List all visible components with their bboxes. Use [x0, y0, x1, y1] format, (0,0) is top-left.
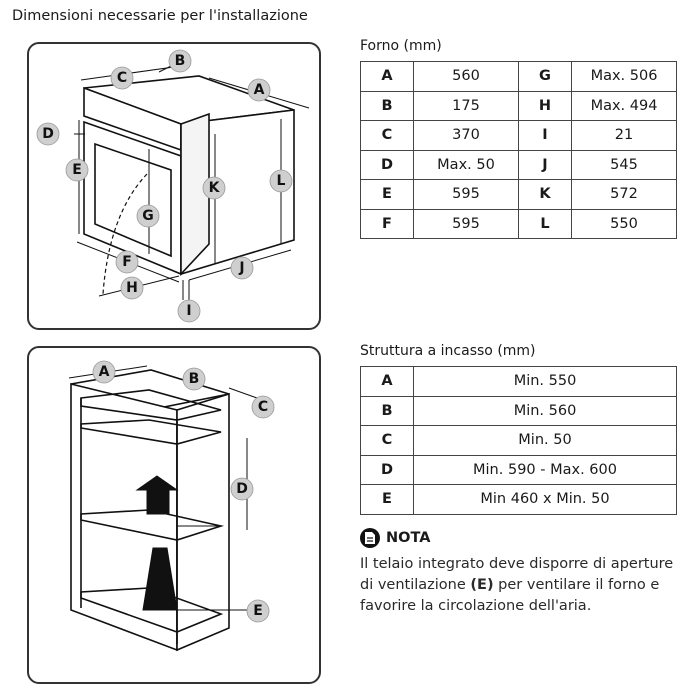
- oven-table-key: G: [518, 61, 572, 92]
- svg-text:D: D: [236, 481, 248, 497]
- svg-text:C: C: [117, 70, 127, 86]
- svg-text:I: I: [186, 303, 191, 319]
- frame-label-d: D: [230, 477, 254, 501]
- oven-label-h: H: [120, 276, 144, 300]
- oven-label-d: D: [36, 122, 60, 146]
- oven-label-b: B: [168, 49, 192, 73]
- oven-label-e: E: [65, 158, 89, 182]
- svg-text:L: L: [277, 173, 286, 189]
- oven-table-key: A: [360, 61, 414, 92]
- svg-text:A: A: [99, 364, 110, 380]
- svg-text:G: G: [142, 208, 154, 224]
- oven-table-value: 545: [571, 149, 677, 180]
- note-icon: [360, 528, 380, 548]
- svg-text:A: A: [254, 82, 265, 98]
- oven-table-value: 595: [413, 208, 519, 239]
- svg-text:K: K: [209, 180, 221, 196]
- frame-label-a: A: [92, 360, 116, 384]
- note-text: Il telaio integrato deve disporre di ape…: [360, 554, 686, 617]
- frame-diagram-panel: A B C D E: [27, 346, 321, 684]
- svg-text:H: H: [126, 280, 138, 296]
- oven-table-value: 21: [571, 120, 677, 151]
- oven-diagram: A B C D E F G H I J K L: [36, 49, 310, 323]
- oven-table-value: Max. 506: [571, 61, 677, 92]
- oven-diagram-panel: A B C D E F G H I J K L: [27, 42, 321, 330]
- frame-table-value: Min. 590 - Max. 600: [413, 454, 677, 485]
- frame-table-key: D: [360, 454, 414, 485]
- oven-label-a: A: [247, 78, 271, 102]
- svg-text:C: C: [258, 399, 268, 415]
- oven-table-key: K: [518, 179, 572, 210]
- frame-table-value: Min. 560: [413, 395, 677, 426]
- frame-diagram: A B C D E: [68, 360, 275, 652]
- oven-table-value: 595: [413, 179, 519, 210]
- svg-text:B: B: [175, 53, 186, 69]
- oven-table-key: E: [360, 179, 414, 210]
- oven-label-f: F: [115, 250, 139, 274]
- frame-table-key: B: [360, 395, 414, 426]
- note-heading: NOTA: [360, 528, 430, 548]
- oven-label-i: I: [177, 299, 201, 323]
- oven-table-key: B: [360, 90, 414, 121]
- oven-label-j: J: [230, 256, 254, 280]
- frame-table-value: Min. 550: [413, 366, 677, 397]
- oven-table-value: 550: [571, 208, 677, 239]
- frame-table-value: Min 460 x Min. 50: [413, 484, 677, 515]
- oven-table-value: 370: [413, 120, 519, 151]
- svg-text:E: E: [253, 603, 263, 619]
- oven-table-key: I: [518, 120, 572, 151]
- frame-table-key: E: [360, 484, 414, 515]
- page-title: Dimensioni necessarie per l'installazion…: [12, 8, 308, 24]
- oven-label-c: C: [110, 66, 134, 90]
- oven-table-title: Forno (mm): [360, 38, 442, 54]
- frame-label-b: B: [182, 367, 206, 391]
- frame-table-title: Struttura a incasso (mm): [360, 343, 536, 359]
- frame-table-key: A: [360, 366, 414, 397]
- svg-text:E: E: [72, 162, 82, 178]
- oven-label-l: L: [269, 169, 293, 193]
- oven-table-value: Max. 50: [413, 149, 519, 180]
- oven-label-g: G: [136, 204, 160, 228]
- svg-text:B: B: [189, 371, 200, 387]
- oven-table-key: C: [360, 120, 414, 151]
- oven-table-key: L: [518, 208, 572, 239]
- oven-table-value: 560: [413, 61, 519, 92]
- note-heading-label: NOTA: [386, 530, 431, 546]
- note-text-after: per ventilare il forno e favorire la cir…: [360, 577, 660, 614]
- frame-label-c: C: [251, 395, 275, 419]
- frame-table-value: Min. 50: [413, 425, 677, 456]
- oven-table-key: D: [360, 149, 414, 180]
- oven-table-key: F: [360, 208, 414, 239]
- oven-table-value: 175: [413, 90, 519, 121]
- frame-table-key: C: [360, 425, 414, 456]
- svg-text:D: D: [42, 126, 54, 142]
- svg-text:F: F: [122, 254, 132, 270]
- oven-table-key: H: [518, 90, 572, 121]
- oven-table-value: Max. 494: [571, 90, 677, 121]
- frame-label-e: E: [246, 599, 270, 623]
- oven-table-value: 572: [571, 179, 677, 210]
- note-text-bold: (E): [470, 577, 494, 593]
- svg-text:J: J: [238, 260, 244, 276]
- note-text-before: Il telaio integrato deve disporre di ape…: [360, 556, 674, 593]
- oven-label-k: K: [202, 176, 226, 200]
- oven-table-key: J: [518, 149, 572, 180]
